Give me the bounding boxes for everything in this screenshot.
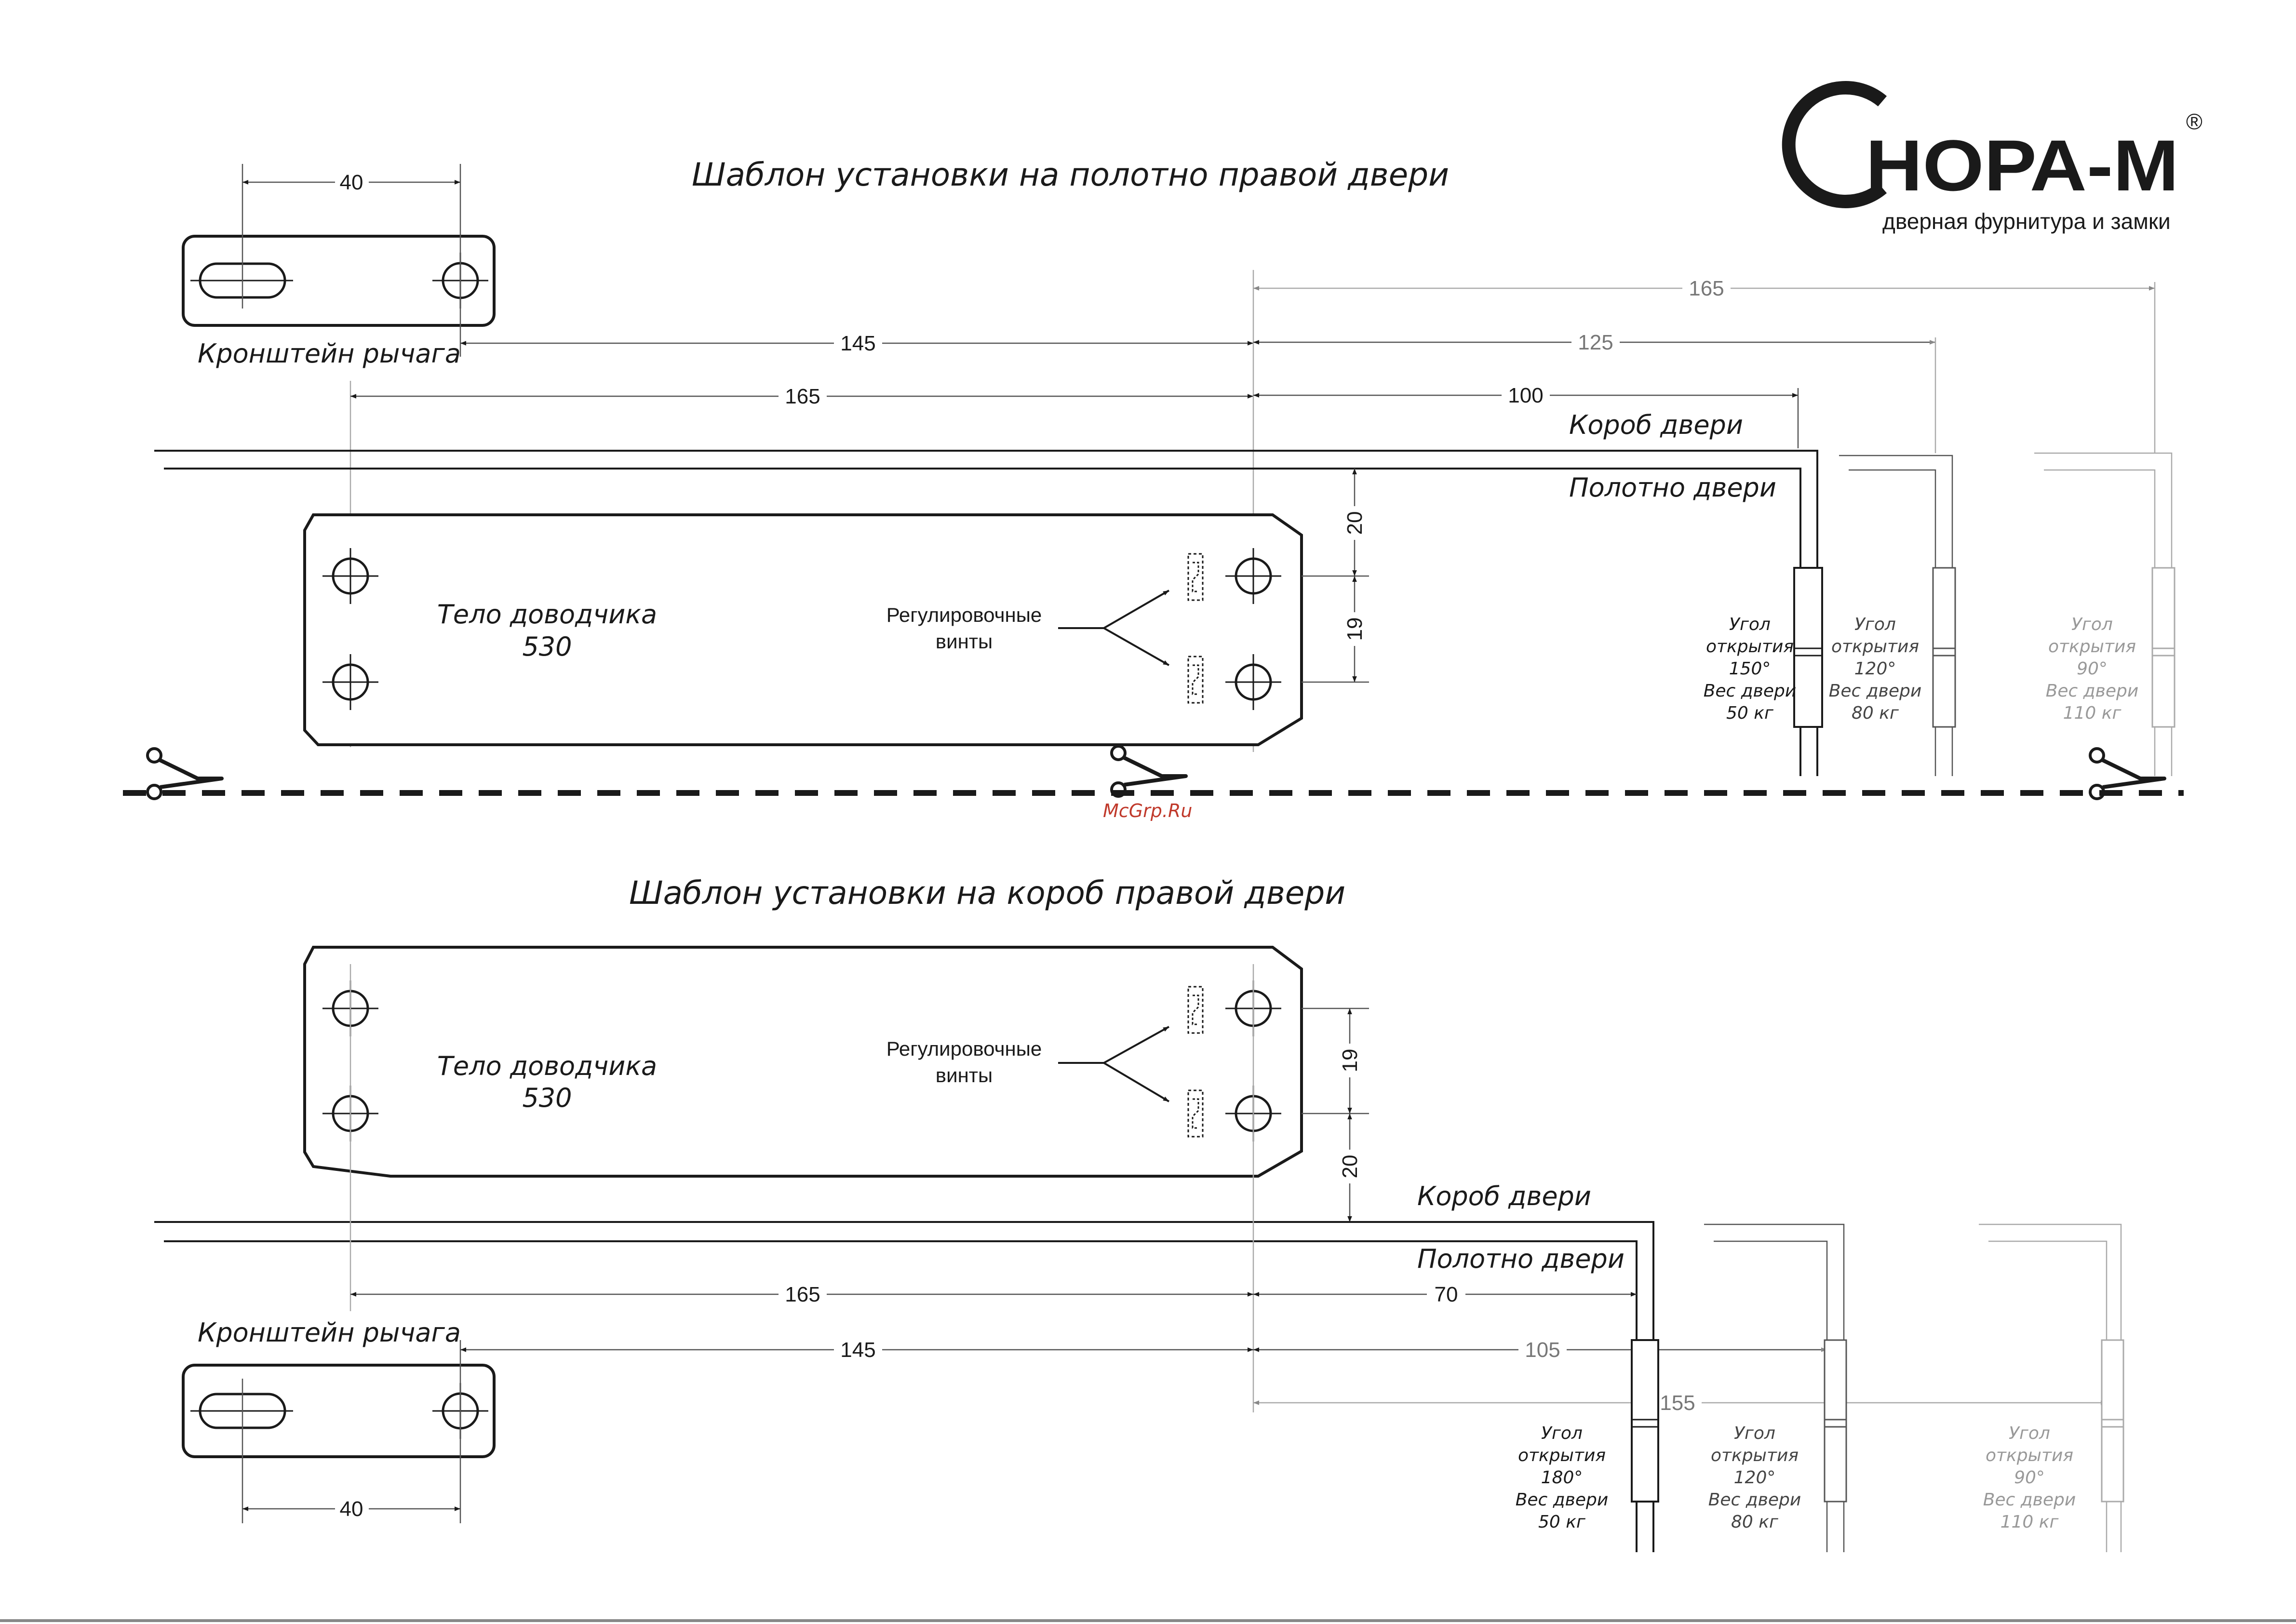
svg-text:Угол: Угол [1734,1423,1775,1443]
frame-label: Короб двери [1417,1181,1591,1211]
dim-165: 165 [785,1283,820,1306]
logo-tagline: дверная фурнитура и замки [1882,209,2171,234]
dim-155: 155 [1660,1391,1695,1415]
dim-19: 19 [1338,1049,1362,1073]
svg-text:Угол: Угол [1541,1423,1583,1443]
dim-100: 100 [1508,384,1543,407]
svg-text:открытия: открытия [2048,637,2136,657]
bracket-label: Кронштейн рычага [198,338,461,369]
arrow-icon [1103,1062,1170,1102]
closer-body [303,946,1303,1178]
svg-text:открытия: открытия [1831,637,1919,657]
dim-145: 145 [840,332,875,355]
svg-text:110 кг: 110 кг [2063,703,2122,723]
dim-125: 125 [1578,331,1613,354]
top-bracket: 40 Кронштейн рычага [182,164,496,369]
svg-text:открытия: открытия [1518,1446,1606,1465]
arrow-icon [1103,590,1170,629]
top-title: Шаблон установки на полотно правой двери [692,156,1449,193]
top-template: Шаблон установки на полотно правой двери… [154,156,2175,776]
svg-text:Угол: Угол [1729,615,1771,634]
screws-label-2: винты [936,1064,993,1087]
dim-70: 70 [1435,1283,1458,1306]
screws-label: Регулировочные [886,1037,1042,1060]
svg-text:открытия: открытия [1711,1446,1799,1465]
scissors-icon [1112,746,1186,796]
svg-text:Вес двери: Вес двери [1516,1490,1609,1510]
svg-text:Вес двери: Вес двери [1829,681,1922,701]
svg-text:80 кг: 80 кг [1731,1512,1779,1532]
dim-19: 19 [1343,617,1367,641]
frame-label: Короб двери [1569,410,1743,440]
svg-text:80 кг: 80 кг [1852,703,1899,723]
svg-text:Вес двери: Вес двери [1983,1490,2076,1510]
door-profile-1: Угол открытия 180° Вес двери 50 кг [1516,1339,1659,1532]
registered-mark: ® [2186,109,2202,134]
dim-165-right: 165 [1689,277,1724,300]
logo-text: НОРА-М [1866,125,2179,206]
svg-text:90°: 90° [2077,659,2108,679]
dim-40: 40 [340,171,363,194]
svg-text:120°: 120° [1854,659,1896,679]
arrow-icon [1103,627,1169,666]
closer-body [303,513,1303,746]
screws-label-2: винты [936,630,993,653]
brand-logo: НОРА-М ® дверная фурнитура и замки [1782,81,2202,234]
arrow-icon [1103,1026,1169,1064]
body-label: Тело доводчика [437,599,657,630]
svg-text:150°: 150° [1729,659,1771,679]
svg-text:Вес двери: Вес двери [1704,681,1797,701]
leaf-label: Полотно двери [1569,472,1776,503]
dim-20: 20 [1343,511,1367,535]
dim-145: 145 [840,1338,875,1362]
svg-text:Вес двери: Вес двери [2046,681,2139,701]
svg-text:Вес двери: Вес двери [1708,1490,1801,1510]
svg-text:50 кг: 50 кг [1538,1512,1586,1532]
bracket-label: Кронштейн рычага [198,1317,461,1348]
leaf-label: Полотно двери [1417,1244,1625,1274]
svg-text:Угол: Угол [2071,615,2113,634]
svg-text:Угол: Угол [1854,615,1896,634]
bottom-title: Шаблон установки на короб правой двери [629,874,1345,912]
logo-arc-icon [1782,81,1887,208]
door-profile-1: Угол открытия 150° Вес двери 50 кг [1704,567,1823,728]
bottom-template: Шаблон установки на короб правой двери Т… [154,874,2124,1552]
door-profile-3: Угол открытия 90° Вес двери 110 кг [2034,452,2175,776]
door-profile-2: Угол открытия 120° Вес двери 80 кг [1704,1223,1847,1552]
svg-text:120°: 120° [1734,1468,1776,1488]
svg-text:открытия: открытия [1986,1446,2073,1465]
dim-165: 165 [785,385,820,408]
body-model: 530 [522,631,572,662]
svg-text:Угол: Угол [2009,1423,2050,1443]
svg-text:90°: 90° [2014,1468,2045,1488]
body-label: Тело доводчика [437,1051,657,1081]
dim-105: 105 [1525,1338,1560,1362]
svg-text:открытия: открытия [1706,637,1794,657]
svg-text:50 кг: 50 кг [1726,703,1774,723]
door-profile-2: Угол открытия 120° Вес двери 80 кг [1829,455,1956,776]
body-model: 530 [522,1083,572,1113]
bottom-bracket: Кронштейн рычага 40 [182,1317,496,1523]
svg-text:110 кг: 110 кг [2001,1512,2059,1532]
dim-40: 40 [340,1497,363,1521]
dim-20: 20 [1338,1155,1362,1179]
door-profile-3: Угол открытия 90° Вес двери 110 кг [1979,1223,2124,1552]
watermark: McGrp.Ru [1103,800,1192,821]
svg-text:180°: 180° [1541,1468,1583,1488]
screws-label: Регулировочные [886,604,1042,626]
